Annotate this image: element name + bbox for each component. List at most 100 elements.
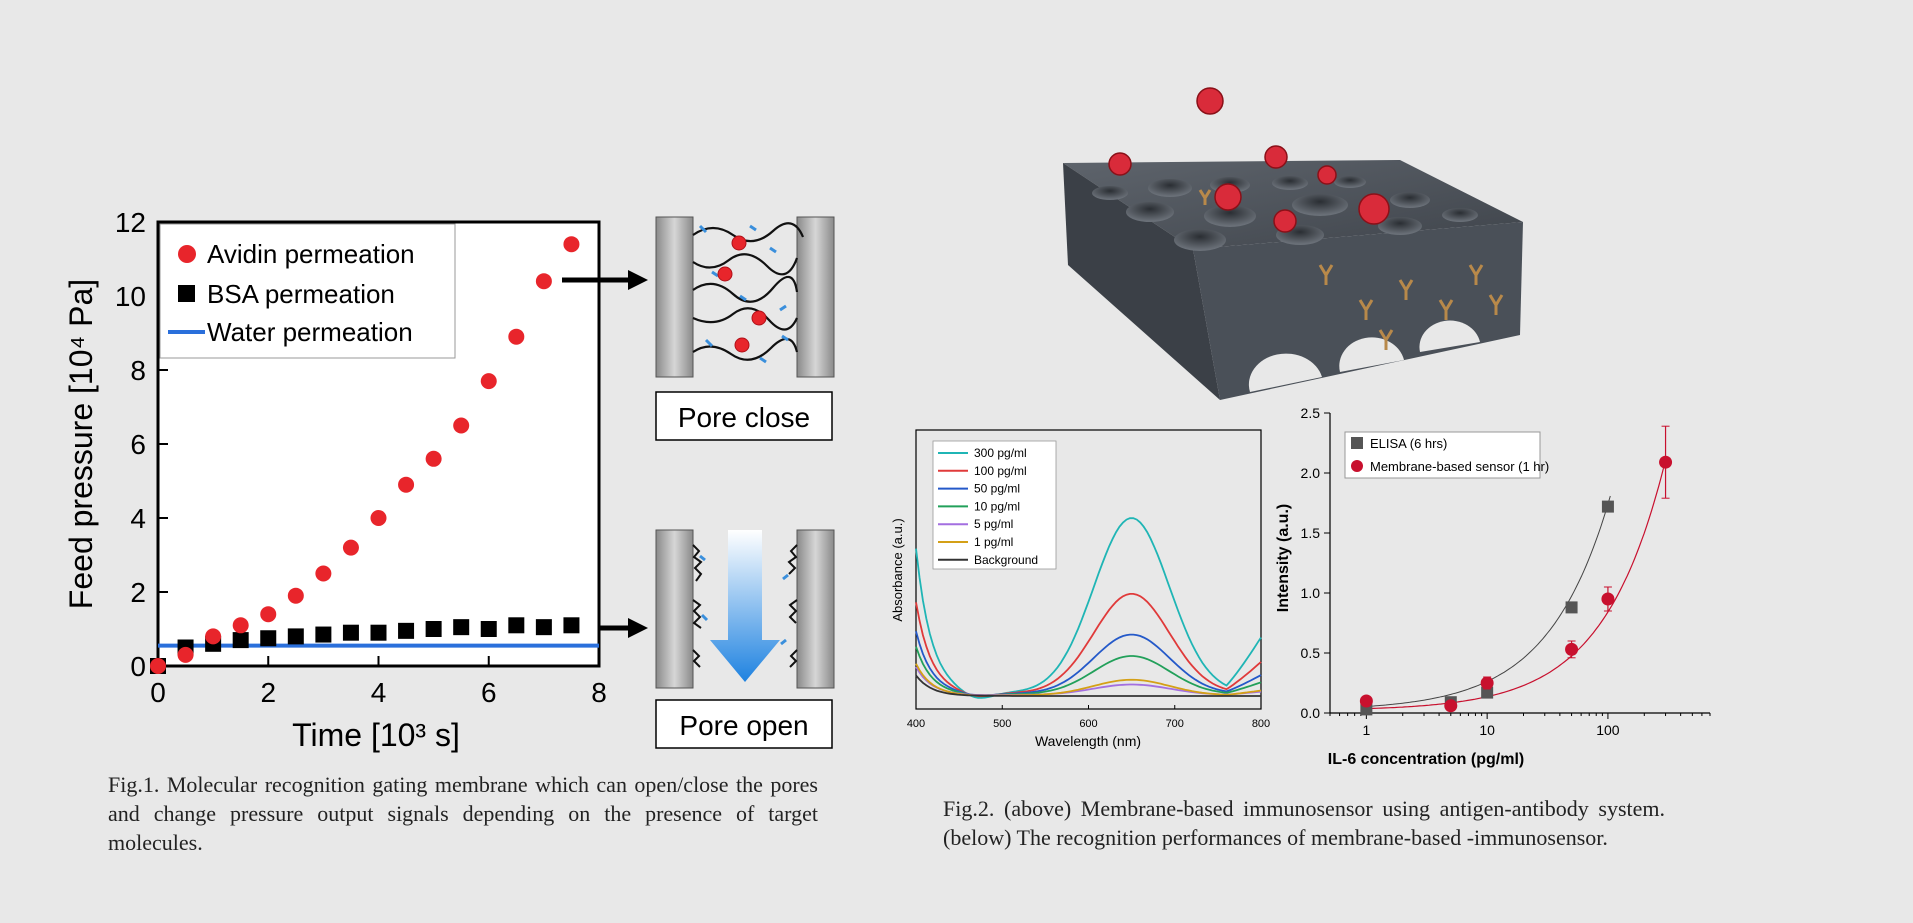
- pore-open-label-box: [655, 699, 833, 749]
- blue-ligands: [698, 224, 789, 364]
- axes: 0.0 0.5 1.0 1.5 2.0 2.5 1 10 100: [1301, 405, 1711, 738]
- y-tick-label: 2.0: [1301, 465, 1321, 481]
- spectra-lines: [915, 517, 1262, 699]
- avidin-point: [508, 328, 525, 345]
- membrane-point: [1601, 592, 1615, 606]
- avidin-point: [260, 606, 277, 623]
- avidin-point: [398, 476, 415, 493]
- arrow-to-pore-open: [598, 618, 648, 638]
- avidin-point: [177, 646, 194, 663]
- flow-arrow: [710, 530, 780, 682]
- data-points: [1359, 425, 1673, 716]
- x-tick-label: 400: [907, 718, 925, 730]
- y-tick-label: 0.5: [1301, 645, 1321, 661]
- bsa-point: [563, 617, 580, 634]
- x-tick-label: 100: [1596, 722, 1620, 738]
- avidin-point: [315, 565, 332, 582]
- x-tick-label: 600: [1079, 718, 1097, 730]
- x-tick-label: 0: [150, 677, 166, 708]
- avidin-point: [150, 658, 166, 674]
- bsa-point: [260, 630, 277, 647]
- y-tick-label: 1.0: [1301, 585, 1321, 601]
- legend-membrane-marker: [1351, 460, 1363, 472]
- legend-elisa-label: ELISA (6 hrs): [1370, 436, 1447, 451]
- x-axis-label: IL-6 concentration (pg/ml): [1328, 751, 1524, 768]
- membrane-point: [1444, 699, 1458, 713]
- avidin-point: [287, 587, 304, 604]
- x-tick-label: 8: [591, 677, 607, 708]
- pore-wall-left: [655, 216, 694, 378]
- avidin-point: [232, 617, 249, 634]
- antigen-icon: [1273, 209, 1297, 233]
- avidin-point: [563, 236, 580, 253]
- arrow-to-pore-close: [562, 270, 648, 290]
- avidin-point: [480, 373, 497, 390]
- spectrum-line: [915, 517, 1262, 699]
- bsa-point: [425, 621, 442, 637]
- antibodies: [1198, 189, 1504, 350]
- avidin-point: [342, 539, 359, 556]
- bsa-point: [315, 626, 332, 643]
- antigen-icon: [1196, 87, 1224, 115]
- bsa-point: [342, 624, 359, 641]
- collapsed-chains: [692, 544, 798, 668]
- bsa-point: [232, 632, 249, 649]
- legend-avidin-marker: [178, 245, 196, 263]
- intensity-chart: 0.0 0.5 1.0 1.5 2.0 2.5 1 10 100 ELISA (6 hrs) M…: [1275, 405, 1711, 768]
- legend: Avidin permeation BSA permeation Water p…: [159, 223, 456, 359]
- legend-box: [1344, 431, 1541, 479]
- bsa-point: [287, 628, 304, 645]
- spectrum-line: [915, 674, 1261, 697]
- x-tick-label: 4: [371, 677, 387, 708]
- bsa-point: [370, 624, 387, 641]
- side-pore-cuts: [1248, 320, 1480, 392]
- legend-water-label: Water permeation: [207, 317, 413, 347]
- pore-wall-right: [796, 216, 835, 378]
- x-tick-label: 1: [1362, 722, 1370, 738]
- fig1-caption: Fig.1. Molecular recognition gating memb…: [108, 772, 818, 855]
- membrane-fit-curve: [1366, 467, 1665, 710]
- membrane-side-face: [1193, 222, 1523, 400]
- y-tick-label: 0.0: [1301, 705, 1321, 721]
- blue-ligands: [699, 554, 789, 646]
- avidin-point: [205, 628, 222, 645]
- antigen-icon: [1317, 165, 1337, 185]
- bsa-point: [535, 619, 552, 636]
- avidin-point: [370, 510, 387, 526]
- elisa-point: [1481, 686, 1494, 699]
- y-tick-label: 6: [130, 429, 146, 460]
- legend-bsa-label: BSA permeation: [207, 279, 395, 309]
- x-axis-label: Wavelength (nm): [1035, 733, 1141, 749]
- x-tick-label: 800: [1252, 718, 1270, 730]
- x-axis-label: Time [10³ s]: [292, 717, 460, 753]
- y-tick-label: 8: [130, 355, 146, 386]
- legend-box: [932, 440, 1057, 570]
- avidin-series: [150, 236, 580, 674]
- y-tick-label: 2.5: [1301, 405, 1321, 421]
- legend-membrane-label: Membrane-based sensor (1 hr): [1370, 459, 1549, 474]
- legend-label: 5 pg/ml: [974, 517, 1013, 531]
- x-tick-label: 10: [1479, 722, 1495, 738]
- y-tick-label: 10: [115, 281, 146, 312]
- membrane-front-face: [1063, 163, 1220, 400]
- avidin-point: [535, 273, 552, 290]
- x-tick-label: 2: [260, 677, 276, 708]
- fig2-caption: Fig.2. (above) Membrane-based immunosens…: [943, 796, 1665, 850]
- pore-close-label-box: [655, 391, 833, 441]
- avidin-point: [453, 417, 470, 434]
- legend-bsa-marker: [178, 285, 195, 302]
- antigen-icon: [1108, 152, 1132, 176]
- membrane-point: [1565, 642, 1579, 656]
- elisa-point: [1565, 601, 1578, 614]
- y-tick-label: 1.5: [1301, 525, 1321, 541]
- antigen-icon: [1214, 183, 1242, 211]
- legend-avidin-label: Avidin permeation: [207, 239, 415, 269]
- pore-close-label: Pore close: [678, 402, 810, 433]
- pore-open-label: Pore open: [679, 710, 808, 741]
- y-axis-label: Feed pressure [10⁴ Pa]: [63, 279, 99, 609]
- legend-label: 1 pg/ml: [974, 535, 1013, 549]
